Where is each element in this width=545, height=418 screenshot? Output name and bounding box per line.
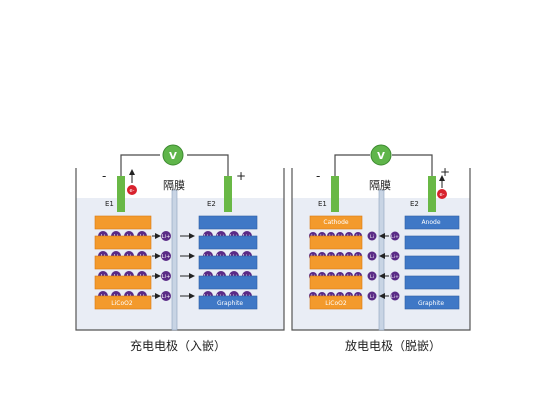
right-separator <box>378 189 385 331</box>
anode-plate <box>404 295 460 310</box>
left-voltmeter: V <box>162 144 184 166</box>
svg-text:Li: Li <box>370 274 374 280</box>
electrolyte-ion: Li+ <box>161 271 171 281</box>
anode-plate <box>198 235 258 250</box>
cathode-plate <box>94 255 152 270</box>
svg-text:Li+: Li+ <box>391 234 399 240</box>
right-separator-label: 隔膜 <box>369 179 391 192</box>
right-caption: 放电电极（脱嵌） <box>345 338 441 353</box>
right-plus-sign: + <box>440 165 450 179</box>
electrolyte-ion: Li+ <box>161 291 171 301</box>
svg-text:Li+: Li+ <box>391 274 399 280</box>
cathode-plate <box>94 275 152 290</box>
right-voltmeter-symbol: V <box>377 151 385 162</box>
electrolyte-ion: Li+ <box>390 271 400 281</box>
cathode-plate <box>309 295 363 310</box>
right-e1-label: E1 <box>318 200 327 208</box>
left-caption: 充电电极（入嵌） <box>130 338 226 353</box>
electrolyte-ion: Li <box>367 251 377 261</box>
left-minus-sign: - <box>102 169 106 183</box>
left-voltmeter-symbol: V <box>169 151 177 162</box>
right-wire <box>334 154 433 176</box>
left-container <box>75 168 285 331</box>
electrolyte-ion: Li+ <box>390 291 400 301</box>
left-separator-label: 隔膜 <box>163 179 185 192</box>
cathode-plate <box>309 255 363 270</box>
right-anode-label: Graphite <box>418 300 444 307</box>
left-plus-sign: + <box>236 169 246 183</box>
right-electron: e- <box>437 175 447 199</box>
cathode-plate <box>309 235 363 250</box>
right-electron-symbol: e- <box>440 192 445 198</box>
right-cathode-top-label: Cathode <box>323 219 349 226</box>
left-anode-label: Graphite <box>217 300 243 307</box>
svg-text:Li+: Li+ <box>391 254 399 260</box>
svg-text:Li+: Li+ <box>162 234 171 240</box>
right-voltmeter: V <box>370 144 392 166</box>
electrolyte-ion: Li <box>367 291 377 301</box>
cathode-plate <box>309 215 363 230</box>
electrolyte-ion: Li+ <box>390 231 400 241</box>
anode-plate <box>198 255 258 270</box>
left-anode: Li+Li+Li+Li+Li+Li+Li+Li+Li+Li+Li+Li+Li+L… <box>198 215 258 310</box>
left-separator <box>171 189 178 331</box>
right-minus-sign: - <box>316 169 320 183</box>
anode-plate <box>198 295 258 310</box>
left-electron-symbol: e- <box>130 188 135 194</box>
electrolyte-ion: Li <box>367 231 377 241</box>
svg-text:Li+: Li+ <box>162 274 171 280</box>
electrolyte-ion: Li <box>367 271 377 281</box>
right-anode-top-label: Anode <box>421 219 440 226</box>
electrolyte-ion: Li+ <box>390 251 400 261</box>
svg-text:Li+: Li+ <box>391 294 399 300</box>
anode-plate <box>404 235 460 250</box>
svg-text:Li+: Li+ <box>162 254 171 260</box>
electrolyte-ion: Li+ <box>161 231 171 241</box>
anode-plate <box>404 215 460 230</box>
left-cathode: LiLiLiLiLiLiLiLiLiLiLiLiLiLiLiLi <box>94 215 152 310</box>
anode-plate <box>404 255 460 270</box>
left-electrode-e1 <box>117 176 125 212</box>
cathode-plate <box>94 215 152 230</box>
right-e2-label: E2 <box>410 200 419 208</box>
anode-plate <box>198 275 258 290</box>
svg-text:Li: Li <box>370 254 374 260</box>
left-cathode-label: LiCoO2 <box>111 300 133 307</box>
left-e1-label: E1 <box>105 200 114 208</box>
right-electrode-e2 <box>428 176 436 212</box>
cathode-plate <box>94 295 152 310</box>
right-electrode-e1 <box>331 176 339 212</box>
right-cathode: LiLiLiLiLiLiLiLiLiLiLiLiLiLiLiLiLiLiLiLi… <box>309 215 363 310</box>
anode-plate <box>198 215 258 230</box>
left-electron: e- <box>127 169 137 195</box>
svg-text:Li: Li <box>370 234 374 240</box>
right-anode <box>404 215 460 310</box>
left-electrode-e2 <box>224 176 232 212</box>
electrolyte-ion: Li+ <box>161 251 171 261</box>
svg-text:Li: Li <box>370 294 374 300</box>
left-wire <box>120 154 229 176</box>
left-cell: V - + E1 E2 e- 隔膜 LiLiLiLiLiLiLiLiLiLiLi… <box>75 144 285 331</box>
right-cell: V - + E1 E2 e- 隔膜 LiLiLiLiLiLiLiLiLiLiLi… <box>291 144 471 331</box>
left-e2-label: E2 <box>207 200 216 208</box>
cathode-plate <box>94 235 152 250</box>
cathode-plate <box>309 275 363 290</box>
left-electrolyte-ions: Li+ Li+ Li+ Li+ <box>152 231 195 301</box>
anode-plate <box>404 275 460 290</box>
svg-text:Li+: Li+ <box>162 294 171 300</box>
right-cathode-label: LiCoO2 <box>325 300 347 307</box>
